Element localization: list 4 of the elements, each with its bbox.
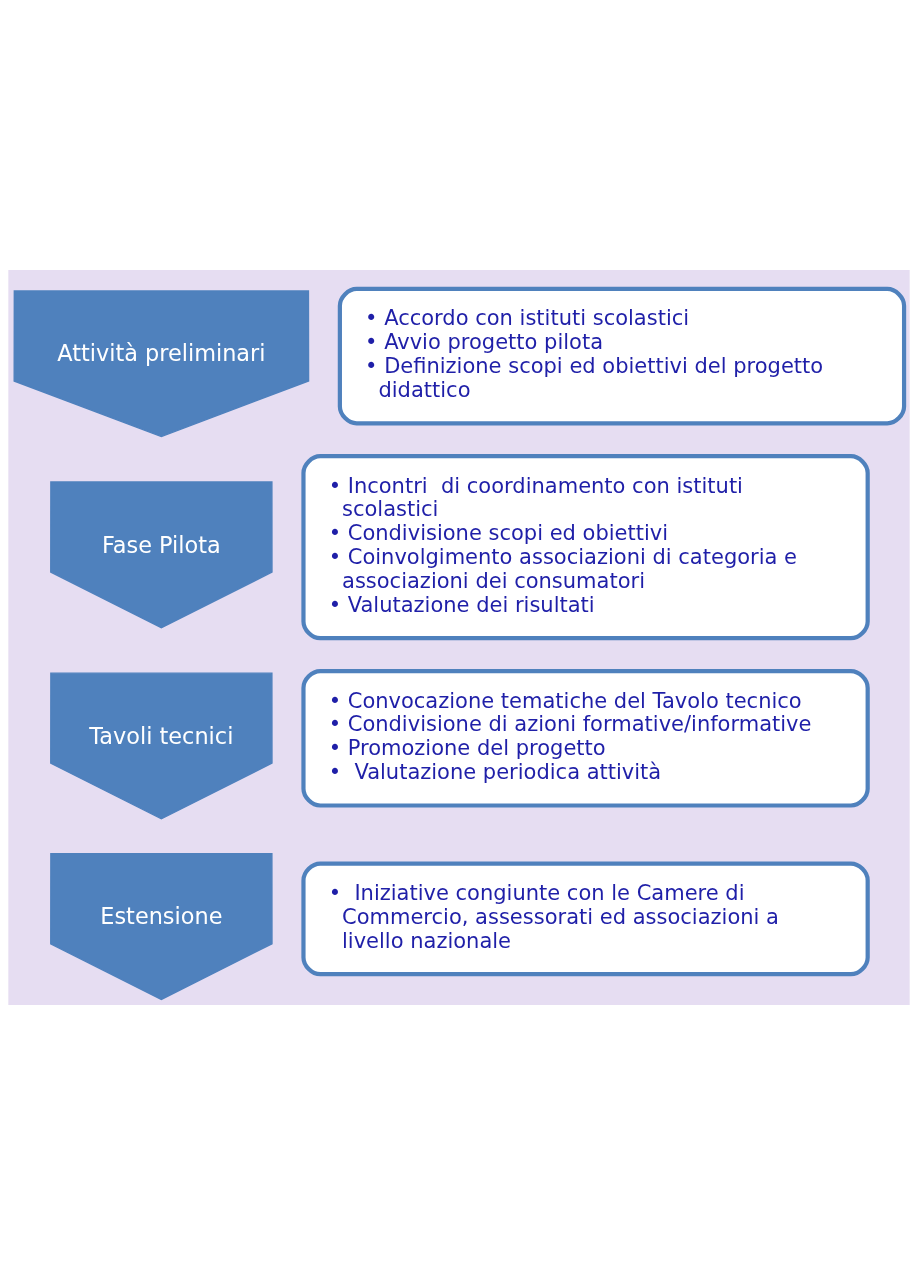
node-box: • Iniziative congiunte con le Camere di Commercio, assessorati ed associazioni a livello nazionale <box>301 861 870 976</box>
node-box: • Incontri di coordinamento con istituti scolastici • Condivisione scopi ed obiettivi • Coinvolgimento associazioni di categoria e associazioni dei consumatori • Valutazione dei risultati <box>301 453 870 640</box>
node-box: • Convocazione tematiche del Tavolo tecnico • Condivisione di azioni formative/informative • Promozione del progetto • Valutazione periodica attività <box>301 668 870 808</box>
node-box: • Accordo con istituti scolastici • Avvio progetto pilota • Definizione scopi ed obiettivi del progetto didattico <box>337 286 907 425</box>
